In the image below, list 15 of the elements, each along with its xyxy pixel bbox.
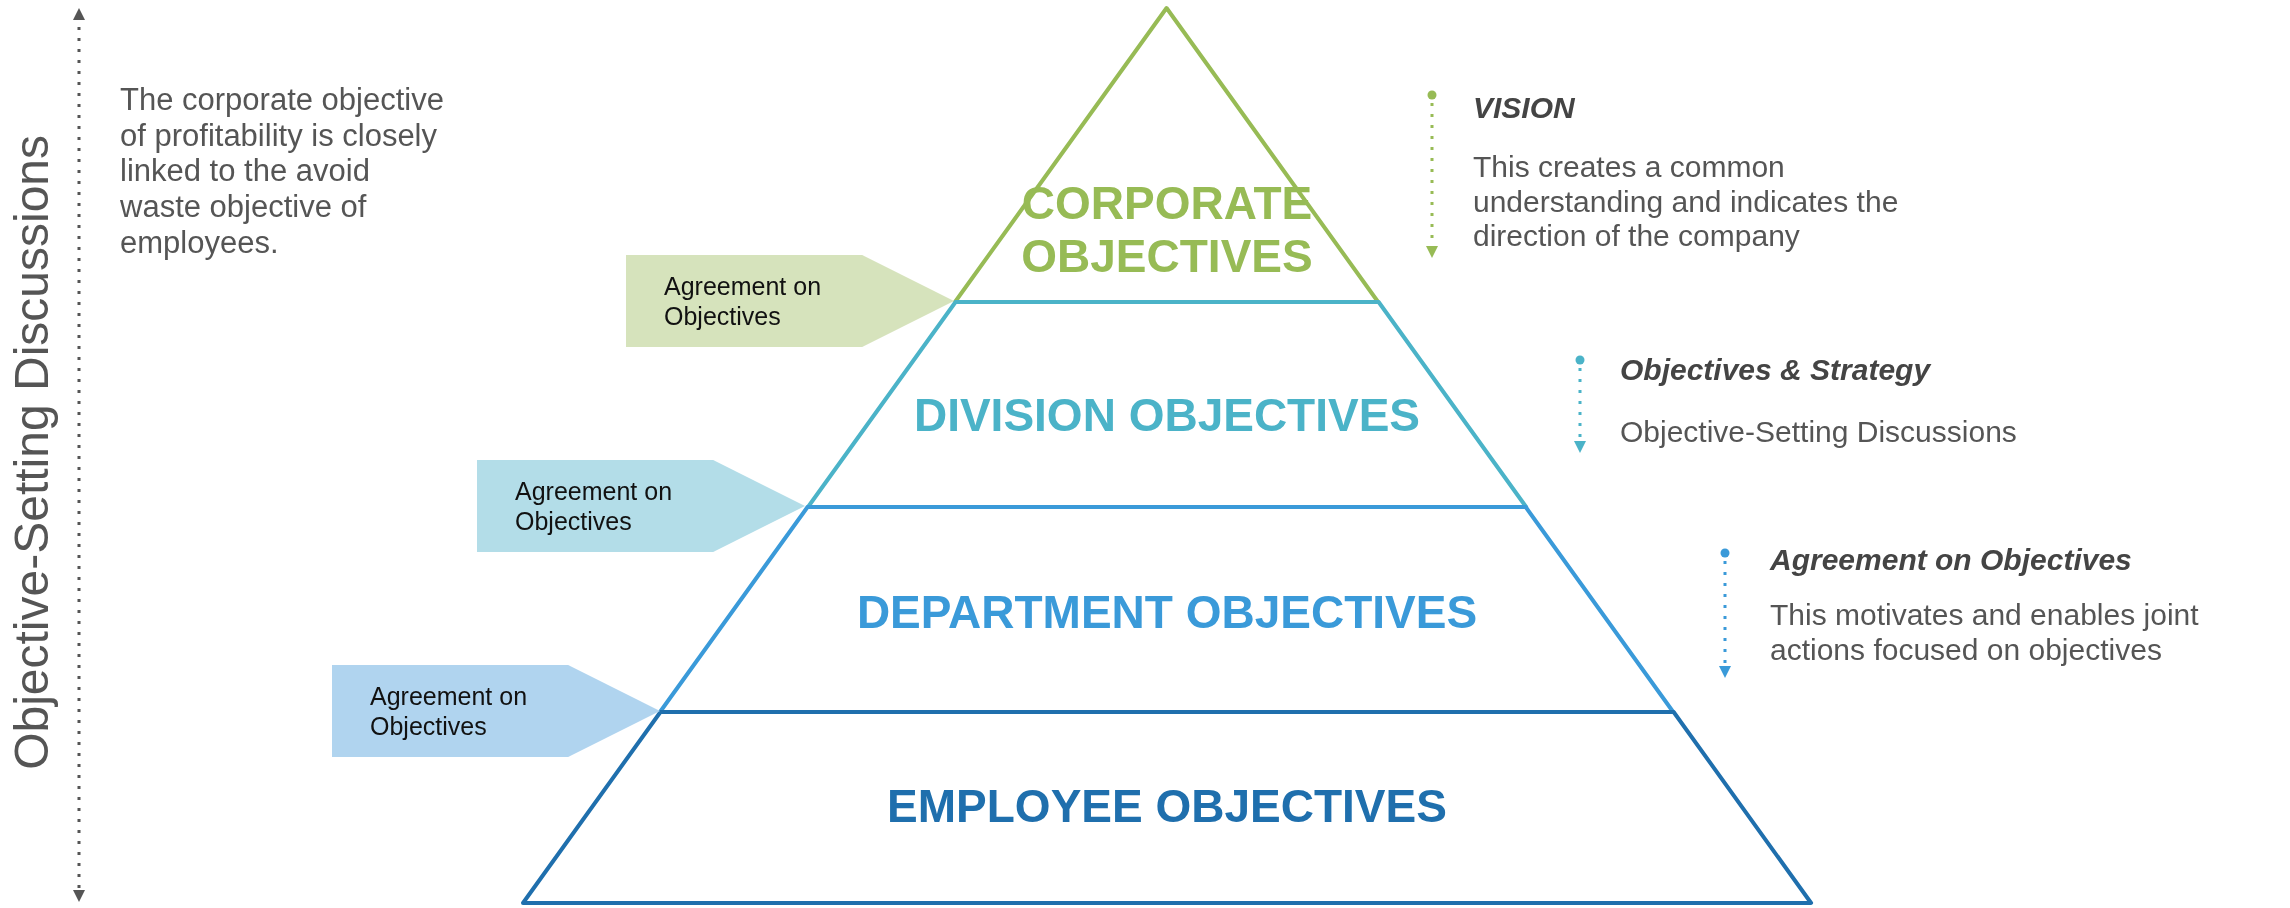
layer-title: EMPLOYEE OBJECTIVES bbox=[886, 779, 1448, 833]
tag-label: Agreement on Objectives bbox=[515, 476, 674, 536]
layer-title: DIVISION OBJECTIVES bbox=[912, 388, 1422, 442]
description-text: Objective-Setting Discussions bbox=[1620, 414, 2018, 450]
section-heading: Objectives & Strategy bbox=[1620, 352, 1933, 388]
description-paragraph: The corporate objective of profitability is closely linked to the avoid waste objective of employees. bbox=[120, 82, 445, 261]
tag-label: Agreement on Objectives bbox=[664, 271, 823, 331]
layer-title: CORPORATE OBJECTIVES bbox=[1020, 177, 1314, 283]
description-text: This creates a common understanding and indicates the direction of the company bbox=[1473, 150, 1900, 254]
tag-label: Agreement on Objectives bbox=[370, 681, 529, 741]
vertical-axis-label: Objective-Setting Discussions bbox=[5, 134, 59, 773]
section-heading: Agreement on Objectives bbox=[1770, 542, 2133, 578]
description-text: This motivates and enables joint actions focused on objectives bbox=[1770, 598, 2200, 667]
section-heading: VISION bbox=[1473, 90, 1576, 126]
layer-title: DEPARTMENT OBJECTIVES bbox=[855, 585, 1479, 639]
